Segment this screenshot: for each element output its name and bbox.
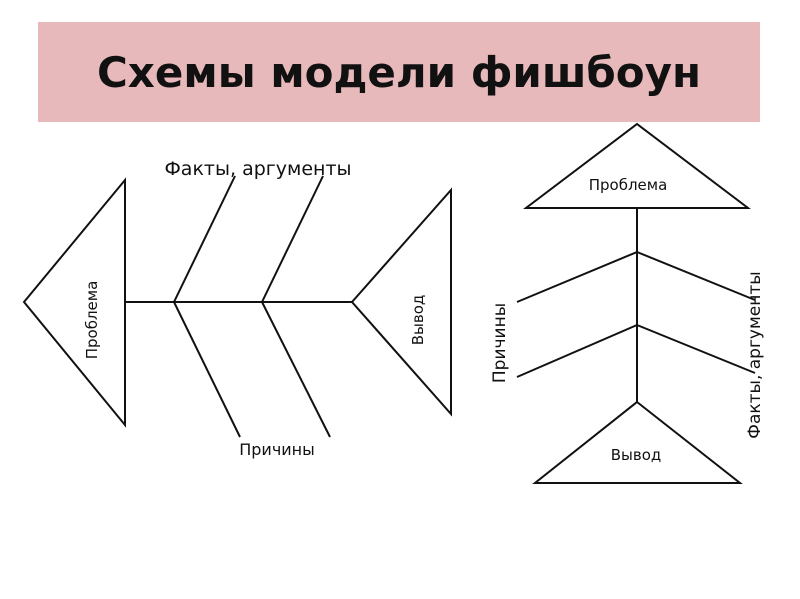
vertical-right-bone-2: [636, 324, 756, 374]
horizontal-lower-bone-2: [261, 301, 331, 438]
horizontal-head-triangle: [22, 177, 126, 428]
vertical-head-label: Проблема: [589, 176, 668, 194]
vertical-tail-label: Вывод: [611, 446, 662, 464]
slide-title: Схемы модели фишбоун: [96, 47, 702, 97]
horizontal-bottom-label: Причины: [239, 440, 315, 459]
vertical-right-bone-1: [636, 251, 756, 301]
horizontal-tail-triangle: [350, 187, 452, 417]
title-banner: Схемы модели фишбоун: [38, 22, 760, 122]
vertical-left-bone-1: [516, 251, 638, 303]
vertical-right-label: Факты, аргументы: [745, 271, 765, 438]
horizontal-top-label: Факты, аргументы: [164, 158, 351, 180]
horizontal-upper-bone-2: [261, 175, 324, 303]
vertical-head-triangle: [523, 122, 751, 209]
vertical-tail-triangle: [532, 400, 743, 484]
horizontal-tail-label: Вывод: [409, 295, 427, 346]
vertical-left-bone-2: [516, 324, 638, 378]
horizontal-head-label: Проблема: [83, 281, 101, 360]
horizontal-upper-bone-1: [173, 175, 236, 303]
vertical-fishbone: [516, 122, 756, 484]
horizontal-fishbone: [22, 175, 452, 438]
horizontal-lower-bone-1: [173, 301, 241, 438]
vertical-left-label: Причины: [490, 303, 510, 383]
